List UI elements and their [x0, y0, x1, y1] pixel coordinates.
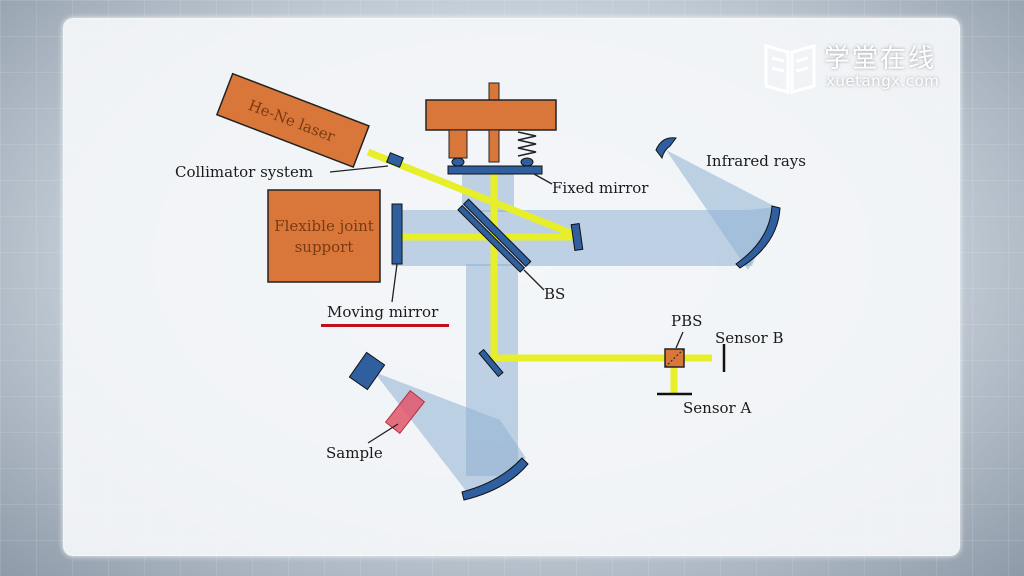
fixed-mirror-assembly: [425, 82, 557, 175]
pbs-diagonal: [664, 348, 685, 368]
infrared-label: Infrared rays: [706, 152, 806, 170]
laser-beam-paths: [366, 148, 712, 393]
moving-mirror: [391, 203, 403, 265]
pbs-label: PBS: [671, 312, 702, 330]
fixed-mirror-leader-line: [533, 173, 553, 185]
moving-mirror-underline: [321, 324, 449, 327]
sample-label: Sample: [326, 444, 383, 462]
fixed-mirror: [447, 165, 543, 175]
brand-name-cn: 学堂在线: [824, 44, 937, 74]
bs-leader-line: [523, 269, 545, 291]
curved-mirror-right: [735, 205, 781, 269]
bs-label: BS: [544, 285, 565, 303]
infrared-beam-paths: [374, 150, 778, 496]
sensor-a-label: Sensor A: [683, 399, 751, 417]
flexible-joint-label-2: support: [295, 238, 354, 256]
sensor-b-label: Sensor B: [715, 329, 784, 347]
collimator-leader-line: [329, 165, 389, 173]
curved-mirror-bottom: [461, 457, 529, 501]
laser-pickoff-mirror: [478, 348, 504, 378]
he-ne-laser: [215, 72, 370, 169]
ir-source-cone: [666, 150, 778, 270]
moving-mirror-label: Moving mirror: [327, 303, 439, 321]
pbs-leader-line: [675, 331, 684, 349]
fixed-mirror-label: Fixed mirror: [552, 179, 649, 197]
moving-mirror-leader-line: [391, 263, 398, 303]
infrared-source: [655, 137, 677, 160]
ir-detector: [348, 351, 386, 391]
laser-beam-to-splitter: [366, 148, 580, 240]
book-logo-icon: [764, 44, 816, 94]
spring: [517, 131, 537, 157]
beam-splitter: [457, 198, 532, 273]
collimator-label: Collimator system: [175, 163, 313, 181]
collimator-lens: [385, 152, 405, 168]
brand-name-en: xuetangx.com: [826, 72, 940, 90]
fold-mirror-small: [570, 223, 584, 251]
sample-leader-line: [367, 423, 399, 444]
flexible-joint-support: [267, 189, 381, 283]
flexible-joint-label-1: Flexible joint: [274, 217, 374, 235]
brand-logo: 学堂在线 xuetangx.com: [760, 38, 970, 96]
